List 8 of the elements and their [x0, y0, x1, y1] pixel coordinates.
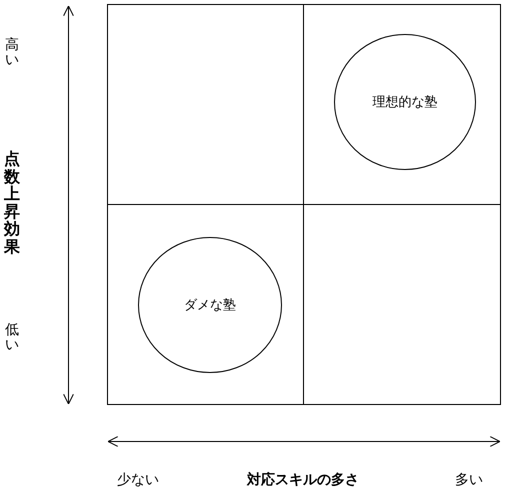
x-axis-label: 少ない — [117, 471, 159, 489]
x-axis-label: 対応スキルの多さ — [247, 471, 359, 489]
y-axis-label: 低い — [5, 323, 19, 354]
quadrant-label: 理想的な塾 — [372, 94, 438, 111]
x-axis-label: 多い — [455, 471, 483, 489]
quadrant-label: ダメな塾 — [184, 297, 236, 314]
y-axis-label: 点数上昇効果 — [4, 150, 20, 256]
y-axis-label: 高い — [5, 38, 19, 69]
